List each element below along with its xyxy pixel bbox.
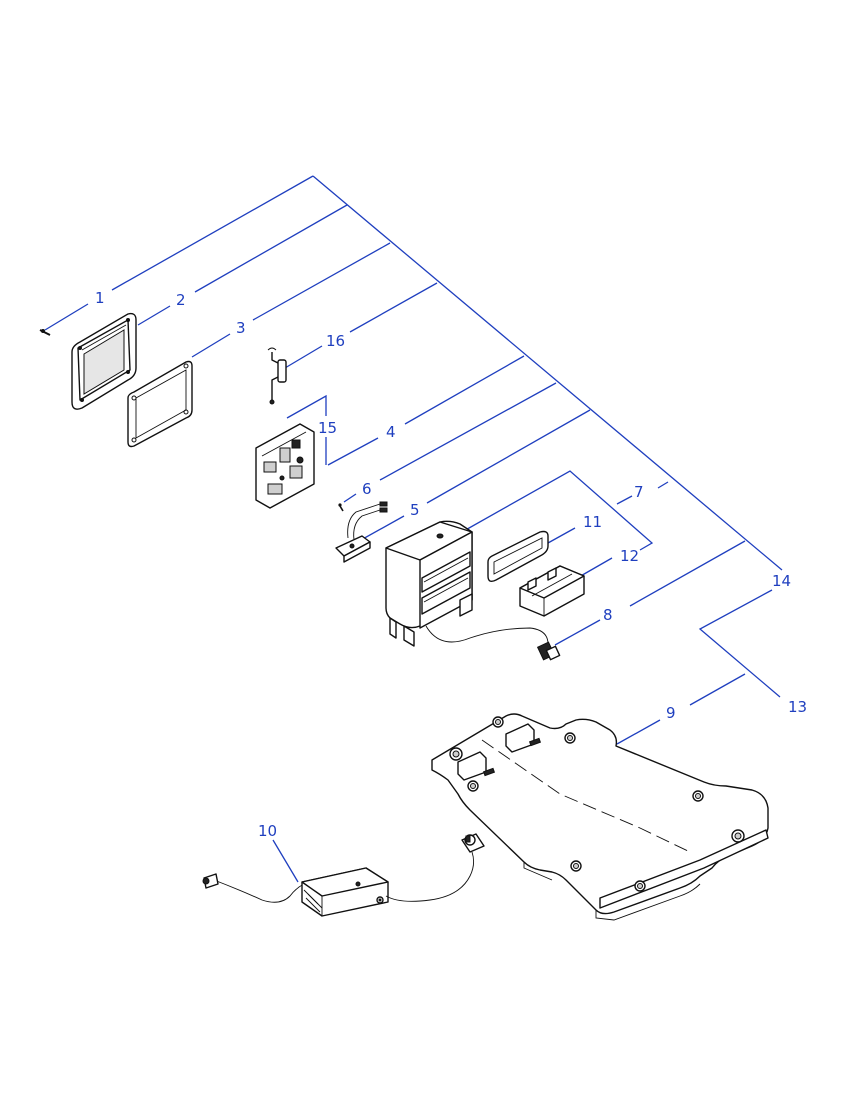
leader-4 bbox=[404, 355, 525, 425]
leader-main-trunk bbox=[312, 175, 783, 571]
part-1-screw bbox=[39, 329, 51, 336]
part-11-cover-plate bbox=[487, 530, 549, 583]
callout-16: 16 bbox=[326, 332, 345, 350]
leader-3 bbox=[252, 242, 391, 321]
callout-3: 3 bbox=[236, 319, 246, 337]
leader-9 bbox=[689, 673, 746, 706]
leader-6b bbox=[343, 493, 357, 503]
leader-13 bbox=[698, 589, 781, 698]
part-5-sensor-cable bbox=[335, 501, 388, 563]
leader-10 bbox=[272, 839, 299, 883]
callout-2: 2 bbox=[176, 291, 186, 309]
leader-16b bbox=[284, 345, 323, 369]
callout-12: 12 bbox=[620, 547, 639, 565]
leader-7b bbox=[657, 481, 669, 489]
callout-9: 9 bbox=[666, 704, 676, 722]
part-15-circuit-board bbox=[255, 423, 315, 509]
leader-16 bbox=[349, 282, 438, 333]
callout-4: 4 bbox=[386, 423, 396, 441]
leader-lines bbox=[44, 175, 783, 883]
leader-2b bbox=[137, 305, 171, 326]
leader-8 bbox=[629, 540, 746, 607]
callout-7: 7 bbox=[634, 483, 644, 501]
leader-1 bbox=[111, 175, 314, 291]
callout-15: 15 bbox=[318, 419, 337, 437]
callout-8: 8 bbox=[603, 606, 613, 624]
callout-labels: 1 2 3 4 5 6 7 8 9 10 11 12 13 14 15 16 bbox=[95, 289, 807, 840]
part-16-bracket bbox=[267, 347, 287, 405]
callout-14: 14 bbox=[772, 572, 791, 590]
callout-10: 10 bbox=[258, 822, 277, 840]
part-3-gasket bbox=[127, 360, 193, 448]
part-6-screw bbox=[338, 503, 344, 512]
leader-9b bbox=[616, 719, 661, 745]
part-9-base-plate bbox=[431, 713, 769, 921]
leader-3b bbox=[191, 333, 231, 358]
part-2-front-frame bbox=[71, 312, 137, 410]
callout-13: 13 bbox=[788, 698, 807, 716]
leader-15 bbox=[286, 394, 327, 419]
callout-11: 11 bbox=[583, 513, 602, 531]
part-main-housing bbox=[385, 520, 561, 661]
callout-6: 6 bbox=[362, 480, 372, 498]
leader-6 bbox=[379, 382, 557, 481]
leader-8b bbox=[554, 619, 601, 646]
leader-7 bbox=[461, 470, 654, 551]
callout-5: 5 bbox=[410, 501, 420, 519]
leader-4b bbox=[327, 437, 379, 466]
leader-7c bbox=[616, 495, 633, 505]
part-12-bracket-block bbox=[519, 565, 585, 617]
leader-5 bbox=[426, 409, 591, 504]
part-10-power-supply bbox=[202, 833, 485, 917]
callout-1: 1 bbox=[95, 289, 105, 307]
leader-1b bbox=[44, 303, 89, 331]
leader-2 bbox=[194, 204, 348, 293]
leader-11 bbox=[547, 527, 576, 544]
